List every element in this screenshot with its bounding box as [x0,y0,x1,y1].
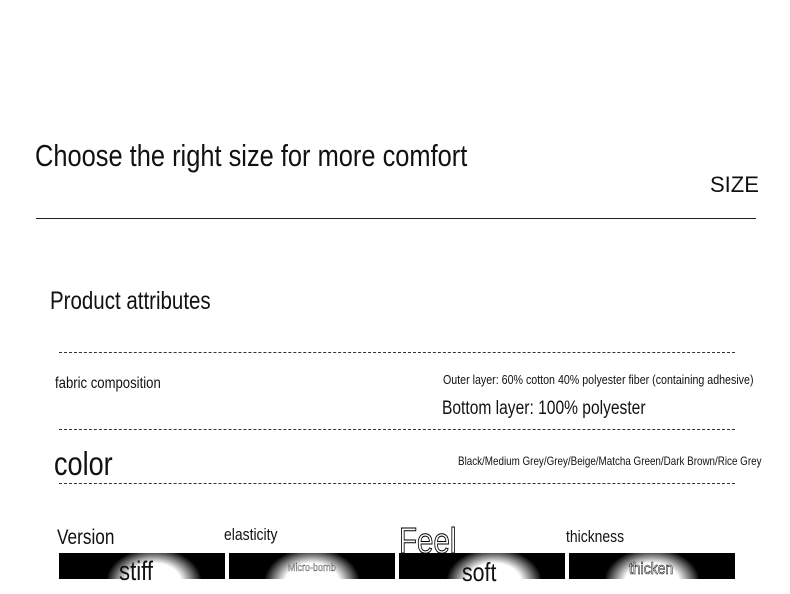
version-bar [59,553,225,579]
elasticity-bar [229,553,395,579]
thickness-value: thicken [629,559,674,579]
elasticity-label: elasticity [224,525,278,544]
fabric-bottom: Bottom layer: 100% polyester [442,398,646,419]
fabric-outer: Outer layer: 60% cotton 40% polyester fi… [443,372,754,387]
feel-label: Feel [399,520,457,562]
color-label: color [54,445,113,482]
version-label: Version [57,526,115,549]
page-title: Choose the right size for more comfort [35,138,468,173]
color-value: Black/Medium Grey/Grey/Beige/Matcha Gree… [458,454,762,468]
fabric-label: fabric composition [55,375,161,392]
feel-value: soft [462,557,497,587]
divider [59,352,735,353]
size-label: SIZE [710,172,759,197]
header-divider [36,218,756,219]
thickness-bar [569,553,735,579]
section-title: Product attributes [50,287,211,315]
feel-bar [399,553,565,579]
version-value: stiff [119,556,154,586]
thickness-label: thickness [566,527,625,546]
elasticity-value: Micro-bomb [288,562,336,574]
divider [59,429,735,430]
divider [59,483,735,484]
